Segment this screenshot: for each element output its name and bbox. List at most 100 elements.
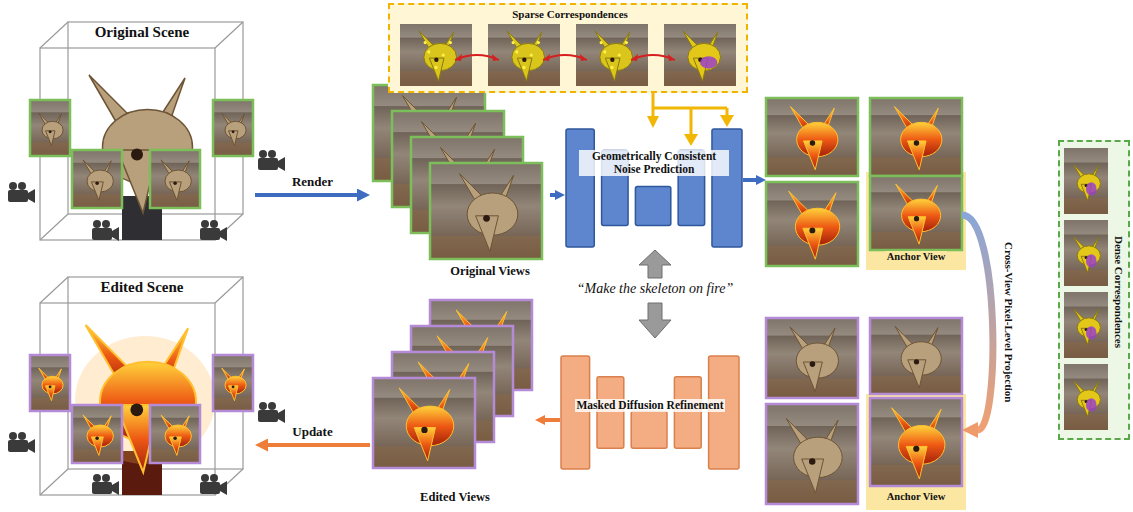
skull bbox=[895, 107, 942, 170]
skull-face bbox=[169, 182, 181, 201]
view-thumbnail bbox=[576, 24, 648, 86]
skull-face bbox=[46, 386, 56, 401]
thumbnail-border bbox=[766, 98, 858, 176]
unet-layer bbox=[709, 356, 739, 469]
keypoint bbox=[427, 50, 430, 53]
camera-icon bbox=[8, 182, 35, 203]
skull bbox=[789, 191, 840, 259]
unet-layer bbox=[674, 377, 701, 449]
thumbnail-floor bbox=[1064, 414, 1108, 430]
thumbnail-ground bbox=[576, 24, 648, 86]
keypoint bbox=[522, 66, 525, 69]
skull-face bbox=[169, 437, 181, 456]
cube-edge bbox=[40, 469, 68, 495]
skull bbox=[895, 326, 941, 388]
block-arrow bbox=[639, 250, 671, 278]
node-label: Anchor View bbox=[885, 251, 947, 263]
skull-face bbox=[476, 216, 499, 252]
skull-face bbox=[908, 217, 926, 244]
skull-face bbox=[908, 141, 927, 170]
thumbnail-ceiling bbox=[213, 355, 253, 367]
unet-layer bbox=[635, 187, 670, 226]
skull-eye bbox=[95, 181, 99, 185]
thumbnail-border bbox=[213, 100, 253, 156]
match-arrow bbox=[543, 55, 587, 60]
match-arrow bbox=[455, 55, 499, 60]
view-thumbnail bbox=[150, 150, 200, 208]
skull bbox=[83, 160, 113, 201]
skull-eye bbox=[610, 58, 614, 62]
thumbnail-border bbox=[150, 150, 200, 208]
view-thumbnail bbox=[870, 398, 962, 486]
thumbnail-ground bbox=[72, 405, 122, 463]
correspondence-panel: Sparse Correspondences bbox=[388, 3, 748, 93]
correspondence-patch bbox=[1086, 254, 1097, 267]
keypoint bbox=[625, 41, 628, 44]
skull-frill bbox=[688, 43, 721, 70]
view-thumbnail bbox=[870, 98, 962, 176]
view-thumbnail bbox=[30, 100, 70, 156]
skull bbox=[507, 31, 545, 81]
match-curve bbox=[543, 55, 587, 60]
camera-body bbox=[8, 190, 28, 202]
flow-arrow bbox=[652, 93, 655, 116]
match-head bbox=[668, 54, 675, 61]
camera-reel bbox=[268, 402, 276, 410]
scene-box: Original Scene bbox=[30, 5, 255, 245]
anchor-highlight bbox=[866, 394, 966, 510]
view-thumbnail bbox=[72, 405, 122, 463]
view-thumbnail bbox=[213, 355, 253, 411]
thumbnail-floor bbox=[213, 143, 253, 156]
thumbnail-ground bbox=[150, 405, 200, 463]
thumbnail-ceiling bbox=[488, 24, 560, 38]
view-thumbnail bbox=[870, 318, 962, 394]
node-label: Dense Correspondences bbox=[1112, 234, 1125, 350]
view-thumbnail bbox=[766, 182, 858, 266]
skull bbox=[161, 160, 191, 201]
camera-lens bbox=[278, 409, 285, 423]
skull bbox=[683, 31, 721, 81]
match-head bbox=[455, 54, 462, 61]
camera-lens bbox=[112, 227, 119, 241]
camera-reel bbox=[259, 402, 267, 410]
node-label: Anchor View bbox=[885, 491, 947, 503]
camera-icon bbox=[8, 432, 35, 453]
flow-arrow bbox=[743, 178, 756, 182]
view-thumbnail bbox=[1064, 148, 1108, 214]
skull-face bbox=[802, 459, 824, 493]
thumbnail-ground bbox=[72, 150, 122, 208]
thumbnail-ceiling bbox=[766, 404, 858, 426]
thumbnail-border bbox=[870, 318, 962, 394]
flow-arrow bbox=[545, 418, 560, 422]
match-arrow bbox=[631, 55, 675, 60]
thumbnail-ground bbox=[1064, 292, 1108, 358]
skull-eye bbox=[95, 436, 99, 440]
scene-box: Edited Scene bbox=[30, 260, 255, 508]
thumbnail-border bbox=[30, 100, 70, 156]
camera-icon bbox=[258, 150, 285, 171]
skull-eye bbox=[483, 215, 490, 222]
skull-eye bbox=[173, 436, 177, 440]
thumbnail-border bbox=[150, 405, 200, 463]
flow-arrow bbox=[268, 443, 370, 447]
skull bbox=[1074, 309, 1101, 345]
unet-layer bbox=[712, 129, 742, 247]
thumbnail-ground bbox=[373, 378, 475, 468]
thumbnail-floor bbox=[1064, 342, 1108, 358]
skull-eye bbox=[809, 227, 815, 233]
anchor-highlight bbox=[866, 172, 966, 270]
match-head bbox=[580, 54, 587, 61]
camera-reel bbox=[201, 474, 209, 482]
view-thumbnail bbox=[664, 24, 736, 86]
skull bbox=[161, 415, 191, 456]
skull bbox=[1074, 237, 1101, 273]
keypoint bbox=[424, 41, 427, 44]
skull-eye bbox=[810, 361, 816, 367]
skull bbox=[1074, 381, 1101, 417]
skull bbox=[1074, 165, 1101, 201]
correspondence-patch bbox=[1086, 398, 1097, 411]
skull bbox=[399, 388, 454, 461]
camera-body bbox=[200, 228, 220, 240]
unet-shape bbox=[560, 355, 740, 470]
